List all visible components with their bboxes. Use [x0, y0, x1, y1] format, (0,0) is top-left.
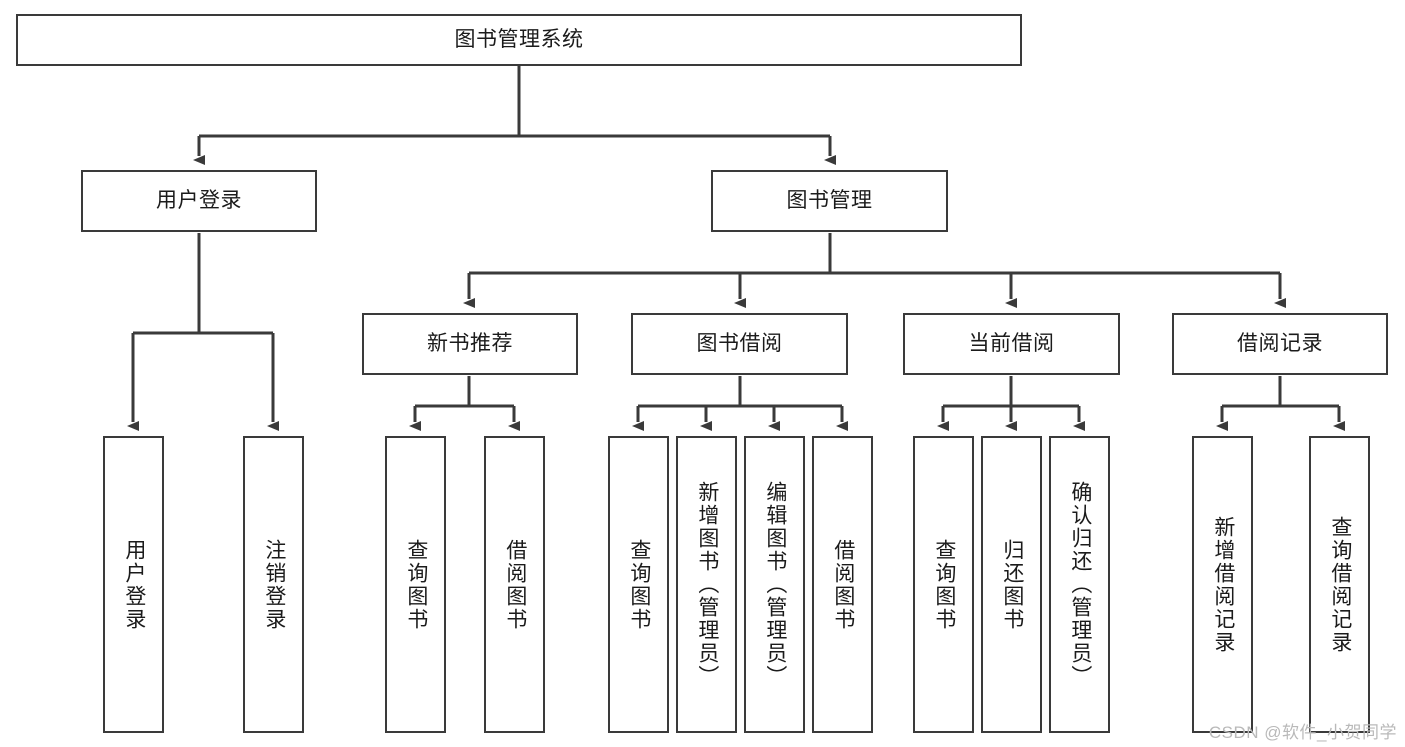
leaf-label: 借阅图书 [831, 538, 855, 631]
leaf-label: 查询借阅记录 [1328, 515, 1352, 654]
leaf-borrow-add-book[interactable]: 新增图书（管理员） [676, 436, 737, 733]
leaf-label: 查询图书 [932, 538, 956, 631]
node-book-borrow-label: 图书借阅 [696, 331, 783, 355]
leaf-user-login-login[interactable]: 用户登录 [103, 436, 164, 733]
leaf-label: 借阅图书 [503, 538, 527, 631]
leaf-label: 编辑图书（管理员） [763, 481, 787, 688]
csdn-watermark: CSDN @软件_小贺同学 [1208, 723, 1397, 742]
leaf-new-book-borrow[interactable]: 借阅图书 [484, 436, 545, 733]
node-new-book-recommend-label: 新书推荐 [427, 331, 513, 355]
node-borrow-record[interactable]: 借阅记录 [1172, 313, 1388, 375]
leaf-record-add[interactable]: 新增借阅记录 [1192, 436, 1253, 733]
node-current-borrow-label: 当前借阅 [968, 331, 1055, 355]
node-root[interactable]: 图书管理系统 [16, 14, 1022, 66]
node-user-login[interactable]: 用户登录 [81, 170, 317, 232]
leaf-label: 查询图书 [404, 538, 428, 631]
node-book-borrow[interactable]: 图书借阅 [631, 313, 848, 375]
leaf-label: 用户登录 [122, 538, 146, 631]
leaf-borrow-edit-book[interactable]: 编辑图书（管理员） [744, 436, 805, 733]
node-new-book-recommend[interactable]: 新书推荐 [362, 313, 578, 375]
leaf-record-query[interactable]: 查询借阅记录 [1309, 436, 1370, 733]
leaf-label: 归还图书 [1000, 538, 1024, 631]
node-borrow-record-label: 借阅记录 [1237, 331, 1323, 355]
node-current-borrow[interactable]: 当前借阅 [903, 313, 1120, 375]
leaf-current-query[interactable]: 查询图书 [913, 436, 974, 733]
leaf-borrow-borrow-book[interactable]: 借阅图书 [812, 436, 873, 733]
leaf-label: 确认归还（管理员） [1068, 481, 1092, 688]
node-root-label: 图书管理系统 [454, 27, 584, 51]
node-user-login-label: 用户登录 [156, 188, 242, 212]
leaf-label: 注销登录 [262, 538, 286, 631]
node-book-management-label: 图书管理 [786, 188, 873, 212]
leaf-label: 新增借阅记录 [1211, 515, 1235, 654]
leaf-user-login-logout[interactable]: 注销登录 [243, 436, 304, 733]
leaf-current-confirm-return[interactable]: 确认归还（管理员） [1049, 436, 1110, 733]
leaf-current-return[interactable]: 归还图书 [981, 436, 1042, 733]
leaf-borrow-query[interactable]: 查询图书 [608, 436, 669, 733]
leaf-label: 查询图书 [627, 538, 651, 631]
leaf-label: 新增图书（管理员） [695, 481, 719, 688]
node-book-management[interactable]: 图书管理 [711, 170, 948, 232]
leaf-new-book-query[interactable]: 查询图书 [385, 436, 446, 733]
